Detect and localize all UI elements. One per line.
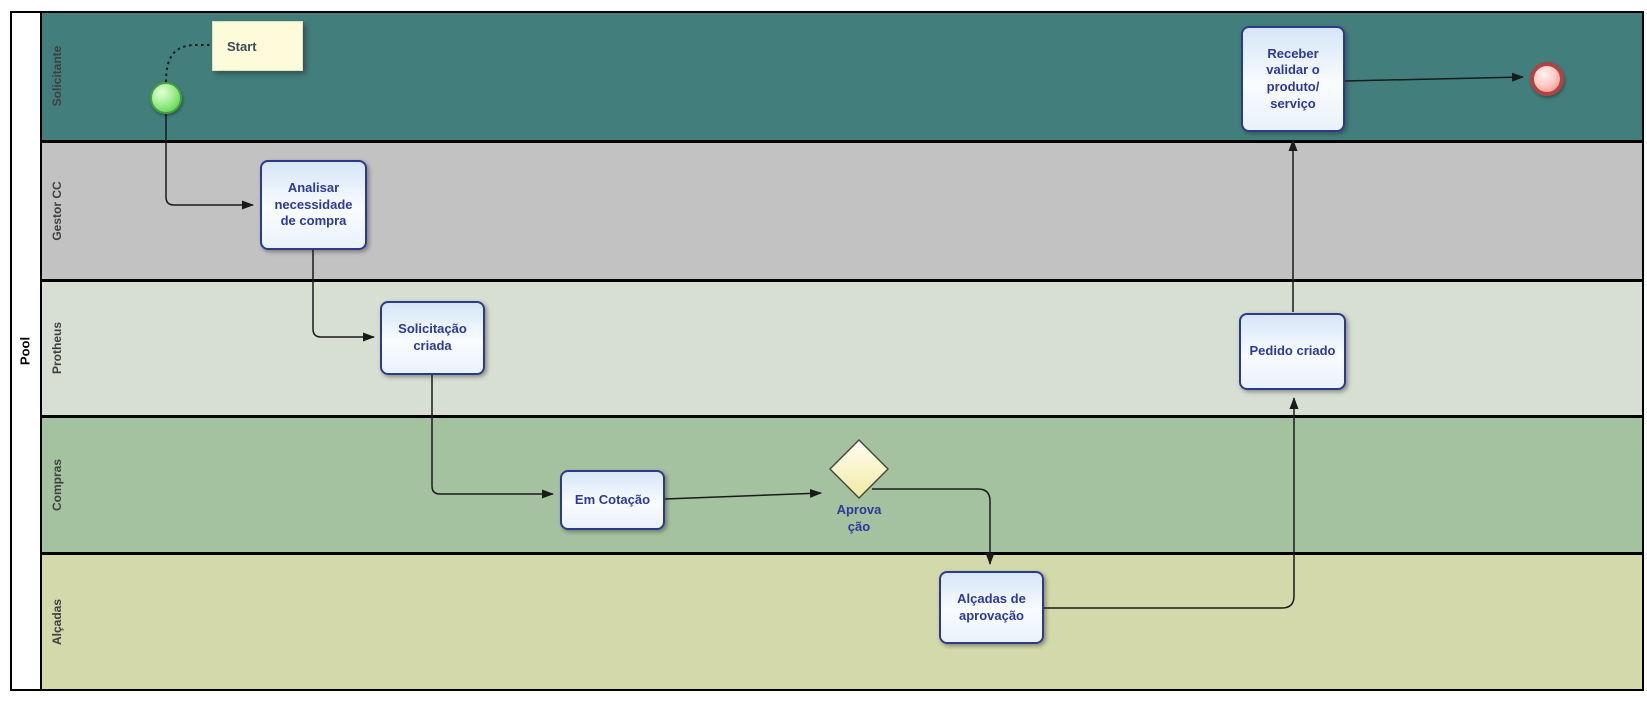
task-alcadas-aprovacao[interactable]: Alçadas de aprovação — [939, 571, 1044, 644]
lane-label-compras: Compras — [50, 458, 64, 512]
task-receber-validar[interactable]: Receber validar o produto/ serviço — [1241, 26, 1345, 132]
pool-lane-divider — [40, 11, 42, 691]
lane-compras — [42, 418, 1642, 552]
lane-separator — [40, 279, 1644, 282]
lane-alcadas — [42, 555, 1642, 689]
annotation-start-note-label: Start — [227, 38, 257, 54]
lane-label-alcadas: Alçadas — [50, 598, 64, 646]
lane-label-gestor-cc: Gestor CC — [50, 181, 64, 241]
gateway-aprovacao-label: Aprova ção — [836, 502, 882, 534]
task-em-cotacao[interactable]: Em Cotação — [560, 470, 665, 530]
gateway-aprovacao-shape[interactable] — [829, 439, 889, 499]
lane-protheus — [42, 282, 1642, 415]
end-event[interactable] — [1530, 62, 1564, 96]
lane-separator — [40, 140, 1644, 143]
lane-separator — [40, 415, 1644, 418]
pool-title: Pool — [17, 336, 33, 366]
task-pedido-criado[interactable]: Pedido criado — [1239, 313, 1346, 390]
lane-label-solicitante: Solicitante — [50, 45, 64, 107]
start-event[interactable] — [150, 82, 182, 114]
lane-label-protheus: Protheus — [50, 321, 64, 375]
lane-separator — [40, 552, 1644, 555]
task-analisar-necessidade[interactable]: Analisar necessidade de compra — [260, 160, 367, 250]
annotation-start-note[interactable]: Start — [212, 21, 303, 71]
task-solicitacao-criada[interactable]: Solicitação criada — [380, 301, 485, 375]
